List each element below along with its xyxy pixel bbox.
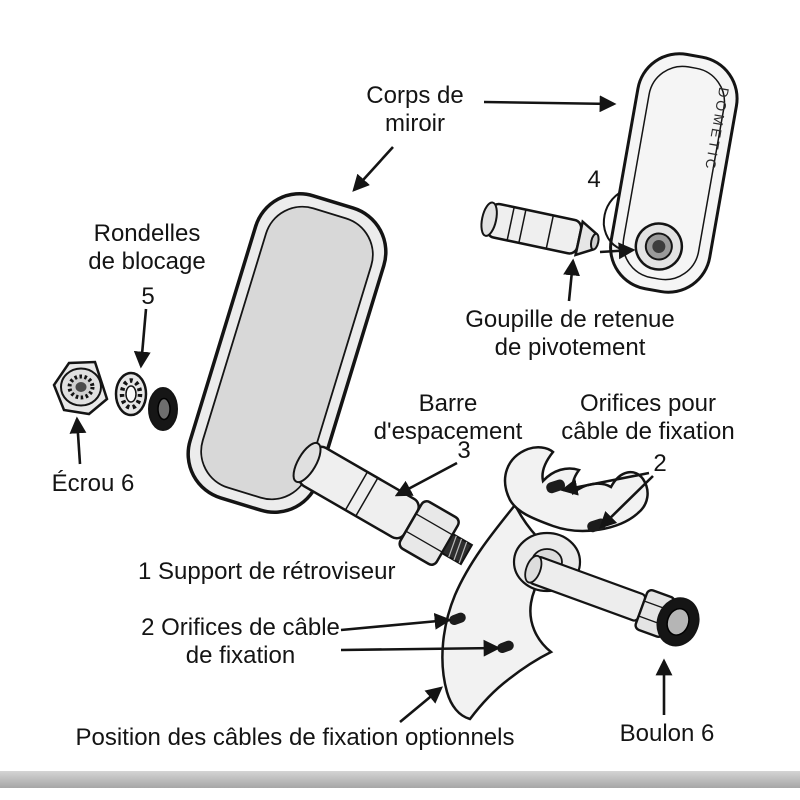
callout-number-2: 2 [653, 450, 667, 477]
label-orifices-cable: 2 Orifices de câble de fixation [141, 614, 340, 670]
label-barre-espacement: Barre d'espacement [373, 390, 523, 446]
callout-number-3: 3 [457, 437, 471, 464]
label-corps-de-miroir: Corps de miroir [366, 82, 464, 138]
arrow-5-to-washer [133, 308, 151, 369]
spacer-bar [292, 441, 474, 566]
label-position-cables: Position des câbles de fixation optionne… [75, 724, 515, 751]
lock-washer [114, 371, 148, 417]
label-ecrou: Écrou 6 [51, 470, 135, 497]
label-support: 1 Support de rétroviseur [138, 558, 396, 585]
arrow-2-to-hole-lower [599, 475, 654, 529]
callout-number-5: 5 [141, 283, 155, 310]
callout-number-4: 4 [587, 166, 601, 193]
arrow-orifices-to-bracket-upper [340, 612, 452, 632]
arrow-orifices-to-bracket-lower [340, 639, 501, 657]
scan-edge-strip [0, 771, 800, 788]
locknut [52, 360, 109, 416]
label-rondelles: Rondelles de blocage [88, 220, 206, 276]
mirror-body [186, 192, 388, 514]
label-boulon: Boulon 6 [619, 720, 715, 747]
callout-arrows [69, 95, 673, 724]
rubber-washer [148, 387, 178, 431]
arrow-3-to-spacer [394, 461, 458, 497]
arrow-corps-to-mirror [352, 146, 394, 192]
arrow-pin-to-hole [599, 242, 636, 260]
arrow-ecrou-to-nut [69, 416, 87, 465]
mirror-back-housing: DOMETIC [602, 52, 739, 294]
arrow-position-to-bracket [399, 686, 443, 724]
label-goupille: Goupille de retenue de pivotement [465, 306, 675, 362]
arrow-goupille-to-pin [563, 258, 580, 302]
arrow-corps-to-housing [483, 95, 617, 113]
label-orifices-pour: Orifices pour câble de fixation [561, 390, 735, 446]
pivot-bolt [524, 554, 700, 647]
arrow-2-to-hole-upper [560, 471, 650, 496]
pivot-pin [480, 201, 600, 257]
